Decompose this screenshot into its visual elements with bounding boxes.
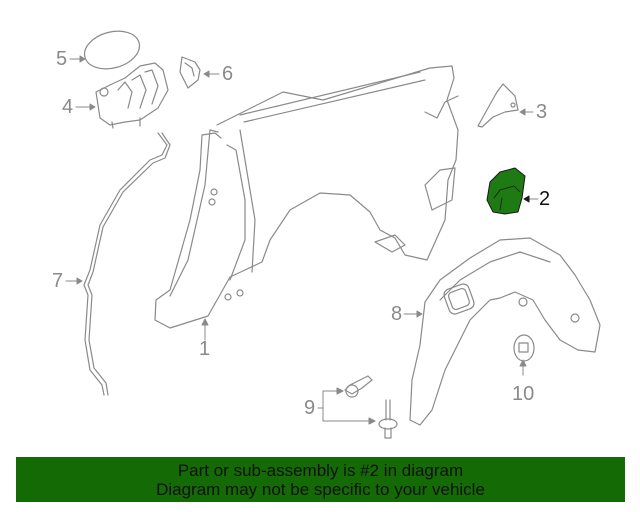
callout-4: 4: [62, 96, 74, 118]
part-1-quarter-panel[interactable]: [154, 65, 459, 329]
part-7-drain-tube[interactable]: [83, 132, 171, 396]
banner-line-disclaimer: Diagram may not be specific to your vehi…: [156, 480, 485, 499]
banner-line-part-number: Part or sub-assembly is #2 in diagram: [177, 461, 464, 480]
part-6-bracket[interactable]: [179, 56, 201, 89]
callout-5: 5: [56, 48, 68, 70]
part-4-fuel-door-housing[interactable]: [95, 62, 169, 129]
part-3-brace[interactable]: [477, 83, 519, 128]
callout-10: 10: [512, 383, 535, 405]
leader-lines: [65, 55, 539, 425]
callout-8: 8: [391, 303, 403, 325]
callout-6: 6: [222, 63, 234, 85]
part-8-wheelhouse-liner[interactable]: [409, 237, 601, 426]
info-banner: Part or sub-assembly is #2 in diagram Di…: [16, 457, 625, 502]
part-5-gasket-ring[interactable]: [80, 25, 143, 74]
part-2-highlighted-panel[interactable]: [486, 167, 526, 215]
callout-2: 2: [539, 188, 551, 210]
parts-diagram: 5 4 6 3 2 7 1 8 10 9: [52, 25, 601, 439]
callout-1: 1: [199, 338, 211, 360]
callout-9: 9: [304, 397, 316, 419]
callout-3: 3: [536, 101, 548, 123]
part-10-clip-nut[interactable]: [513, 334, 535, 362]
callout-7: 7: [52, 270, 64, 292]
part-9-fasteners[interactable]: [344, 375, 398, 439]
